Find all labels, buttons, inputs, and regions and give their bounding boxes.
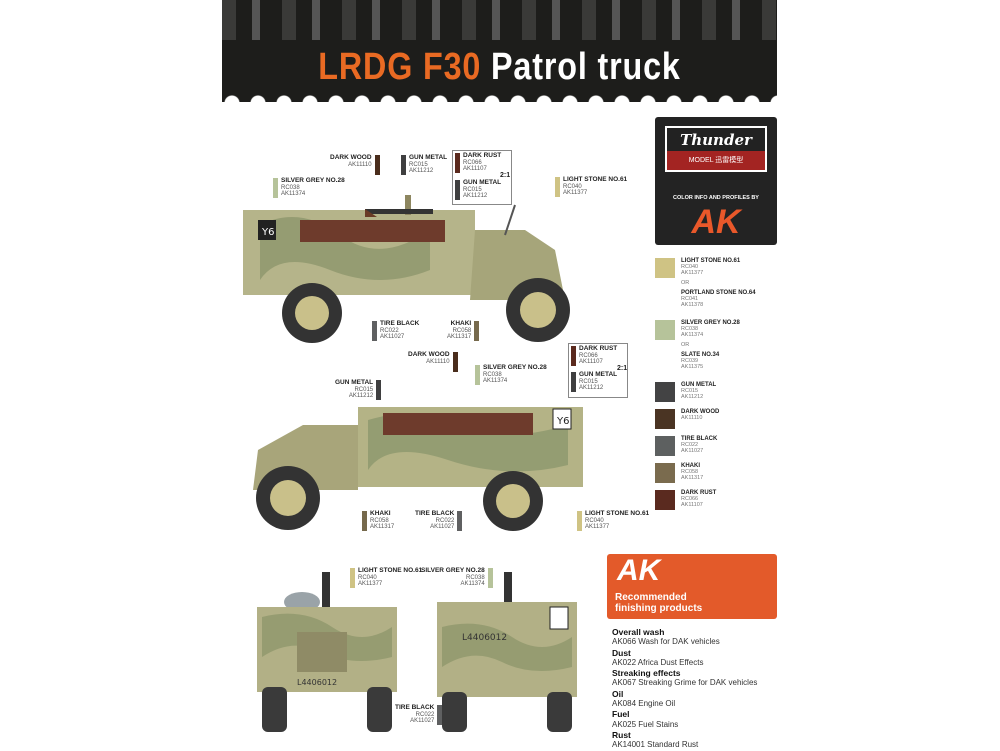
color-swatch	[655, 463, 675, 483]
svg-text:Y6: Y6	[261, 227, 274, 238]
page-title: LRDG F30 Patrol truck	[318, 46, 681, 88]
ak-logo: AK	[691, 203, 741, 241]
color-swatch	[655, 320, 675, 340]
truck-side-view-right: Y6	[253, 407, 583, 531]
color-swatch	[655, 436, 675, 456]
mix-ratio-2: 2:1	[617, 365, 628, 372]
color-swatch	[655, 409, 675, 429]
truck-rear-view: L4406012	[437, 572, 577, 732]
color-swatch	[655, 490, 675, 510]
color-swatch	[655, 382, 675, 402]
mix-ratio: 2:1	[500, 172, 511, 179]
callout-box-mix	[452, 150, 512, 205]
machine-gun-icon	[365, 209, 433, 217]
header-banner: LRDG F30 Patrol truck	[222, 0, 777, 102]
color-swatch	[655, 258, 675, 278]
truck-side-view-left: Y6	[243, 195, 570, 343]
svg-text:Y6: Y6	[556, 416, 569, 427]
svg-text:L4406012: L4406012	[462, 633, 507, 643]
svg-text:L4406012: L4406012	[297, 678, 337, 687]
callout-box-mix-2	[568, 343, 628, 398]
truck-front-view: L4406012	[257, 572, 397, 732]
